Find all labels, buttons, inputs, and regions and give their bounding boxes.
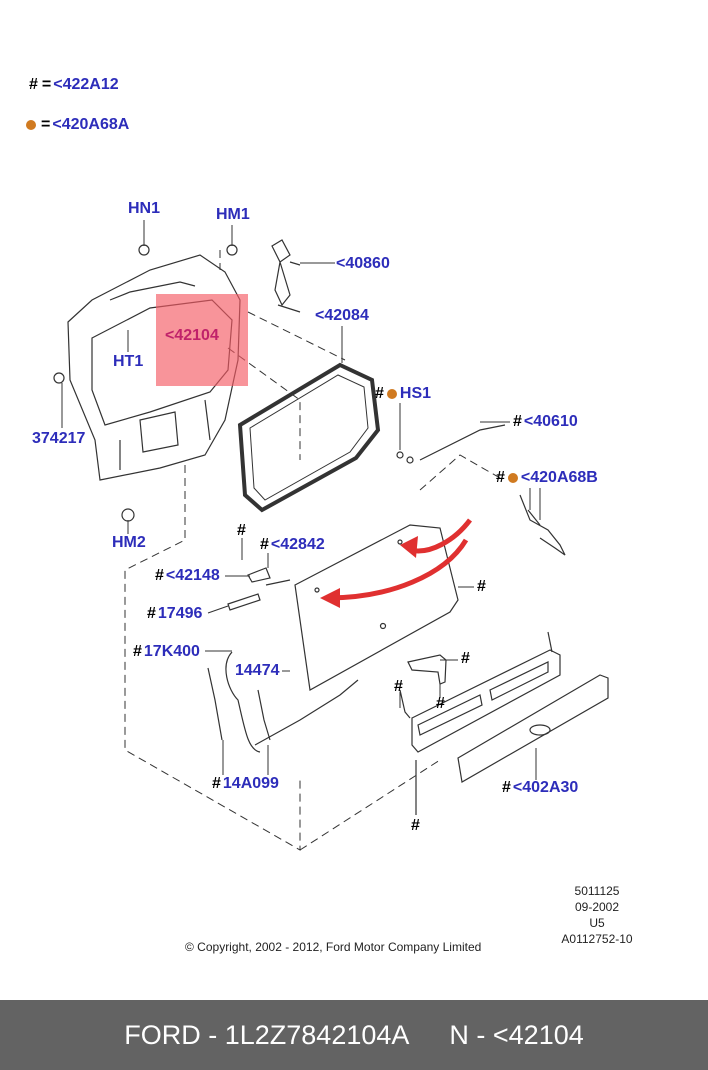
label-374217[interactable]: 374217 [32, 430, 86, 447]
label-hn1[interactable]: HN1 [128, 200, 161, 217]
label-42104[interactable]: <42104 [165, 327, 219, 344]
meta-line-1: 5011125 [574, 884, 620, 898]
orange-dot-icon [507, 473, 518, 483]
glass-seal [237, 362, 381, 513]
label-hs1-text: HS1 [399, 385, 432, 402]
legend-hash-symbol: # [29, 76, 38, 93]
label-402a30-text: <402A30 [512, 779, 579, 796]
label-42842[interactable]: #<42842 [260, 537, 325, 553]
orange-dot-icon [26, 120, 36, 130]
meta-line-2: 09-2002 [574, 900, 620, 914]
liftgate-glass [294, 524, 459, 691]
label-40610-text: <40610 [523, 413, 578, 430]
diagram-meta: 5011125 09-2002 U5 A0112752-10 [555, 883, 639, 947]
hash-marker-bottom: # [411, 817, 420, 834]
label-14a099-text: 14A099 [222, 775, 279, 792]
label-17496[interactable]: #17496 [147, 606, 202, 622]
hash-marker: # [502, 779, 511, 796]
hash-marker-bracket-lower: # [436, 695, 445, 712]
hash-marker: # [212, 775, 221, 792]
meta-line-4: A0112752-10 [561, 932, 633, 946]
applique-panel [457, 674, 609, 783]
label-420a68b[interactable]: # <420A68B [496, 470, 598, 486]
hash-marker-42842-upper: # [237, 522, 246, 539]
trim-panel [411, 649, 561, 753]
hash-marker: # [496, 469, 505, 486]
label-42148-text: <42148 [165, 567, 220, 584]
legend-dot-text: <420A68A [52, 116, 130, 133]
copyright-text: © Copyright, 2002 - 2012, Ford Motor Com… [185, 940, 482, 954]
hash-marker-glass: # [477, 578, 486, 595]
exploded-parts-diagram [53, 220, 609, 851]
highlighted-part-area [156, 294, 248, 386]
label-hm2[interactable]: HM2 [112, 534, 146, 551]
hash-marker: # [260, 536, 269, 553]
label-hs1[interactable]: # HS1 [375, 386, 431, 402]
hash-marker-bracket: # [461, 650, 470, 667]
label-14474[interactable]: 14474 [235, 662, 280, 679]
legend-hash: #=<422A12 [29, 76, 119, 93]
rotation-arrow-lower [327, 538, 469, 601]
hash-marker: # [133, 643, 142, 660]
hash-marker-clip: # [394, 678, 403, 695]
footer-reference: N - <42104 [449, 1019, 584, 1050]
meta-line-3: U5 [589, 916, 605, 930]
label-ht1[interactable]: HT1 [113, 353, 144, 370]
label-42842-text: <42842 [270, 536, 325, 553]
label-17k400-text: 17K400 [143, 643, 200, 660]
label-42084[interactable]: <42084 [315, 307, 369, 324]
label-420a68b-text: <420A68B [520, 469, 598, 486]
label-42148[interactable]: #<42148 [155, 568, 220, 584]
hash-marker: # [147, 605, 156, 622]
hash-marker: # [375, 385, 384, 402]
label-17496-text: 17496 [157, 605, 203, 622]
orange-dot-icon [386, 389, 397, 399]
label-hm1[interactable]: HM1 [216, 206, 250, 223]
label-40860[interactable]: <40860 [336, 255, 390, 272]
label-402a30[interactable]: #<402A30 [502, 780, 578, 796]
label-17k400[interactable]: #17K400 [133, 644, 200, 660]
footer-part-number: FORD - 1L2Z7842104A [124, 1019, 410, 1050]
label-14a099[interactable]: #14A099 [212, 776, 279, 792]
liftgate-outline [67, 254, 241, 481]
legend-hash-text: <422A12 [53, 76, 119, 93]
hash-marker: # [513, 413, 522, 430]
label-40610[interactable]: #<40610 [513, 414, 578, 430]
hash-marker: # [155, 567, 164, 584]
footer-bar: FORD - 1L2Z7842104A N - <42104 [0, 1000, 708, 1070]
legend-dot: =<420A68A [25, 117, 129, 133]
